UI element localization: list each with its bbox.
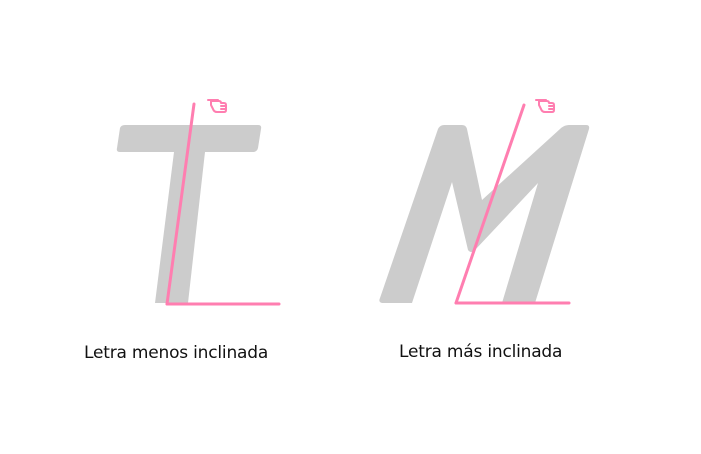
caption-more-slanted: Letra más inclinada <box>399 342 563 362</box>
figure-more-slanted <box>379 99 590 305</box>
caption-less-slanted: Letra menos inclinada <box>84 343 269 363</box>
pointing-hand-icon <box>535 99 555 113</box>
pointing-hand-icon <box>207 99 227 113</box>
figure-less-slanted <box>116 99 281 306</box>
slant-guide-line <box>165 102 196 306</box>
letter-t-shape <box>116 125 262 303</box>
letter-m-shape <box>379 125 590 303</box>
slant-guide-line <box>454 103 526 305</box>
